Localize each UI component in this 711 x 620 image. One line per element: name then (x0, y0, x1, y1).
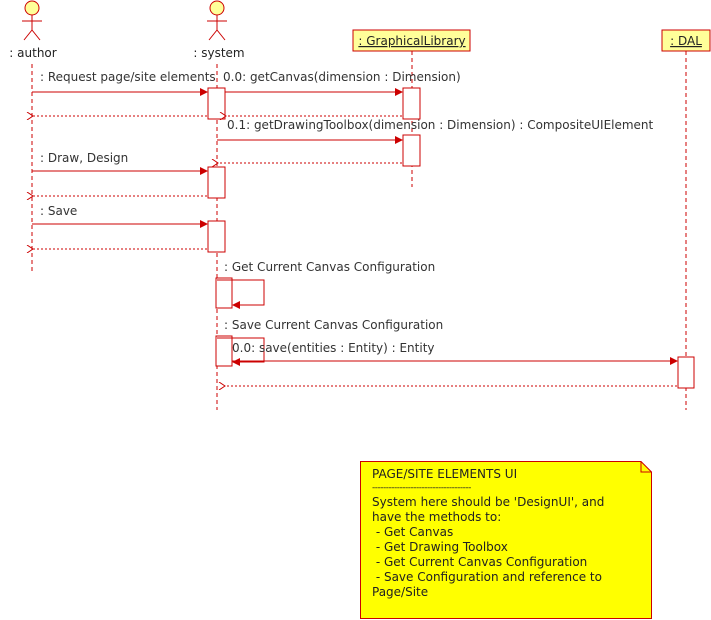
message-save-config-label: : Save Current Canvas Configuration (224, 318, 443, 332)
actor-author-label: : author (9, 46, 56, 60)
message-request: : Request page/site elements (32, 70, 216, 116)
activation-bars (207, 87, 695, 389)
message-get-canvas-label: 0.0: getCanvas(dimension : Dimension) (223, 70, 461, 84)
activation-system-1 (207, 87, 226, 120)
object-graphical-library-label: : GraphicalLibrary (358, 34, 465, 48)
note-line: - Get Drawing Toolbox (372, 540, 508, 554)
activation-system-5 (215, 335, 233, 367)
note-line: Page/Site (372, 585, 429, 599)
note-line: - Get Current Canvas Configuration (372, 555, 588, 569)
actor-author: : author (9, 0, 57, 60)
message-get-canvas: 0.0: getCanvas(dimension : Dimension) (223, 70, 461, 116)
stick-figure-icon (207, 0, 227, 41)
message-save: : Save (32, 204, 208, 249)
note-line: - Get Canvas (372, 525, 454, 539)
note: PAGE/SITE ELEMENTS UI ------------------… (360, 461, 652, 619)
message-save-label: : Save (40, 204, 77, 218)
message-save-entities-label: 0.0: save(entities : Entity) : Entity (232, 341, 435, 355)
stick-figure-icon (22, 0, 42, 41)
message-save-config: : Save Current Canvas Configuration (217, 318, 443, 366)
activation-system-4 (215, 277, 233, 309)
object-dal-label: : DAL (670, 34, 702, 48)
message-draw-design: : Draw, Design (32, 151, 208, 196)
message-draw-design-label: : Draw, Design (40, 151, 128, 165)
activation-system-3 (207, 220, 226, 253)
message-get-toolbox-label: 0.1: getDrawingToolbox(dimension : Dimen… (227, 118, 654, 132)
message-get-toolbox: 0.1: getDrawingToolbox(dimension : Dimen… (217, 118, 654, 163)
message-get-config-label: : Get Current Canvas Configuration (224, 260, 435, 274)
message-save-entities: 0.0: save(entities : Entity) : Entity (225, 341, 678, 386)
note-line: System here should be 'DesignUI', and (372, 495, 605, 509)
note-separator: ------------------------------------ (372, 483, 471, 493)
activation-system-2 (207, 166, 226, 199)
note-line: - Save Configuration and reference to (372, 570, 602, 584)
message-get-config: : Get Current Canvas Configuration (217, 260, 435, 309)
activation-graphical-library-1 (402, 87, 421, 120)
object-graphical-library: : GraphicalLibrary (352, 29, 471, 52)
note-line: have the methods to: (372, 510, 502, 524)
note-shape (360, 461, 652, 619)
note-title: PAGE/SITE ELEMENTS UI (372, 467, 518, 481)
actor-system-label: : system (193, 46, 244, 60)
activation-dal-1 (677, 356, 695, 389)
activation-graphical-library-2 (402, 134, 421, 167)
message-request-label: : Request page/site elements (40, 70, 216, 84)
actor-system: : system (193, 0, 245, 60)
object-dal: : DAL (661, 29, 711, 52)
